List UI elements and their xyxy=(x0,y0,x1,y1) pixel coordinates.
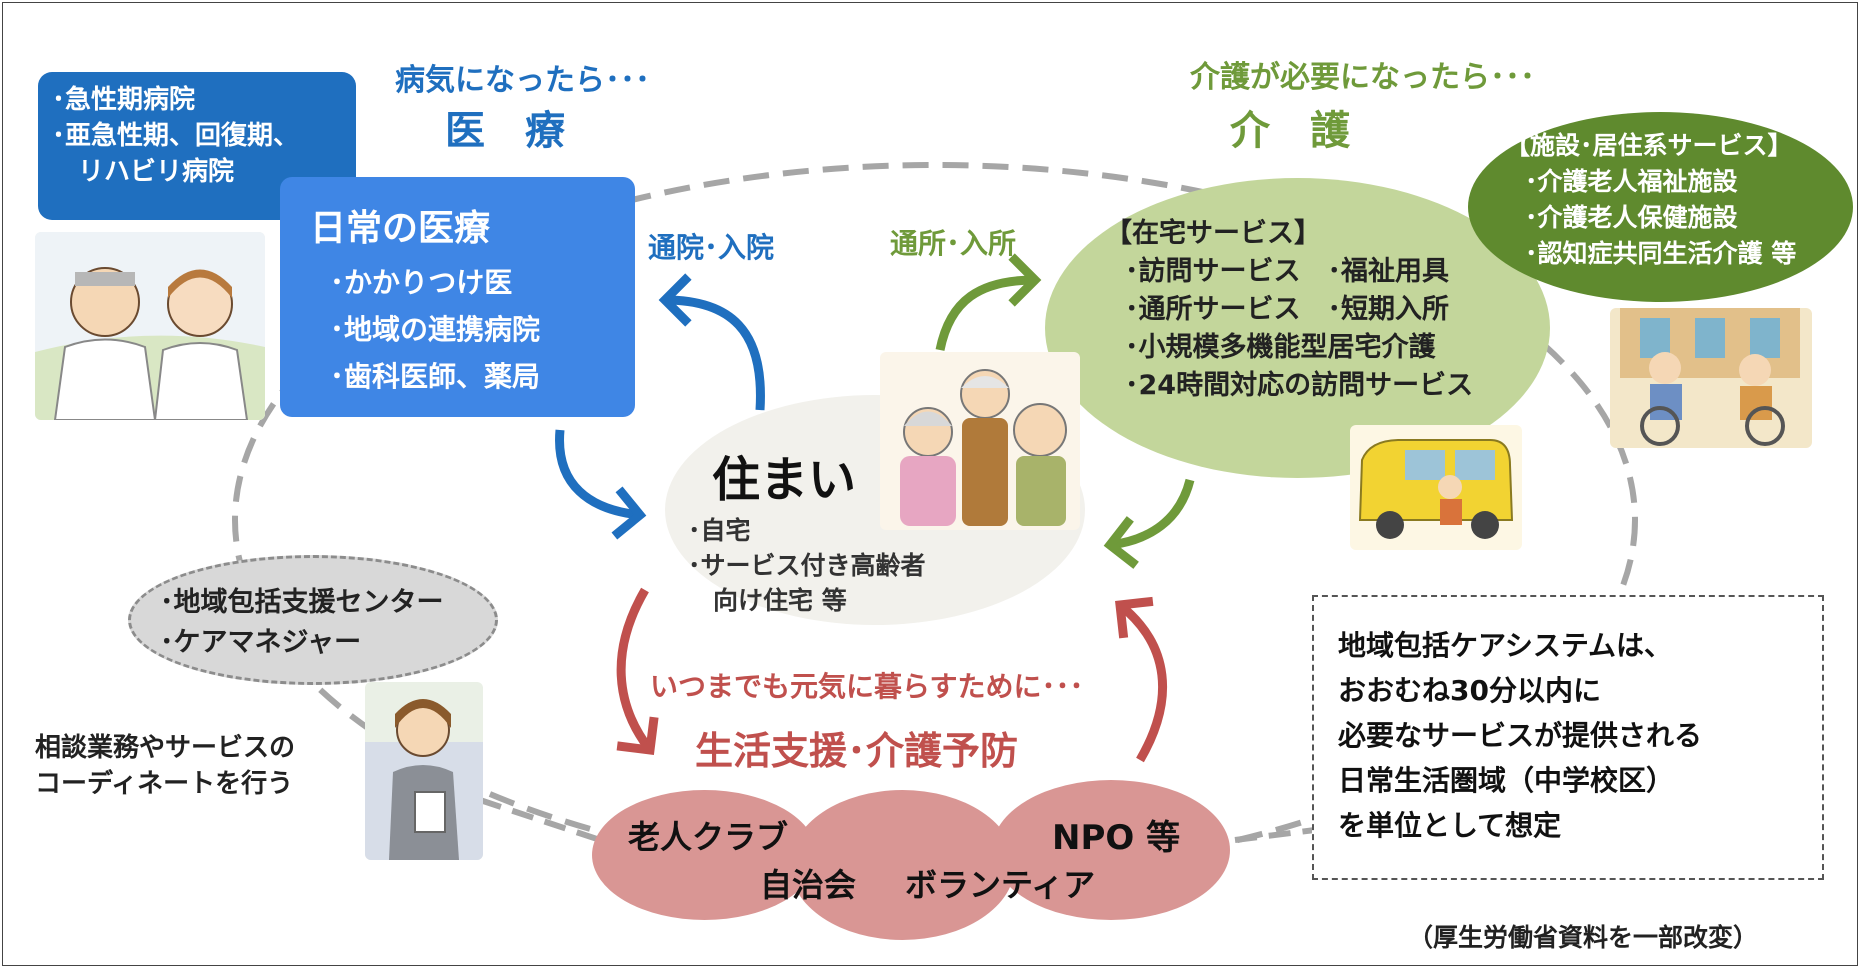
elderly-residents-illustration xyxy=(880,352,1080,530)
definition-note: 地域包括ケアシステムは、 おおむね30分以内に 必要なサービスが提供される 日常… xyxy=(1312,595,1824,880)
housing-list: ･自宅 ･サービス付き高齢者 向け住宅 等 xyxy=(688,513,926,618)
hospital-visit-arrow xyxy=(658,273,765,411)
facility-service-item: ･認知症共同生活介護 等 xyxy=(1525,239,1797,268)
medical-heading-sub: 病気になったら･･･ xyxy=(395,63,650,98)
consult-item: ･地域包括支援センター xyxy=(160,587,444,618)
wheelchair-illustration xyxy=(1610,308,1812,448)
consult-item: ･ケアマネジャー xyxy=(160,627,362,658)
facility-service-item: ･介護老人福祉施設 xyxy=(1525,167,1738,196)
care-heading: 介 護 xyxy=(1230,108,1350,154)
daily-medical-title: 日常の医療 xyxy=(310,208,491,249)
note-line: 日常生活圏域（中学校区） xyxy=(1338,764,1675,797)
care-manager-illustration xyxy=(365,682,483,860)
consult-list: ･地域包括支援センター ･ケアマネジャー xyxy=(160,583,444,663)
note-line: おおむね30分以内に xyxy=(1338,674,1601,707)
home-service-item: ･24時間対応の訪問サービス xyxy=(1125,370,1474,401)
consult-description: 相談業務やサービスの コーディネートを行う xyxy=(35,730,295,802)
consult-bubble xyxy=(128,555,498,685)
support-group-label: ボランティア xyxy=(905,866,1096,904)
housing-item: ･サービス付き高齢者 xyxy=(688,551,926,580)
daily-medical-item: ･地域の連携病院 xyxy=(330,313,541,346)
support-group-label: NPO 等 xyxy=(1052,818,1181,858)
facility-service-bubble xyxy=(1468,112,1853,302)
note-line: を単位として想定 xyxy=(1338,809,1562,842)
care-return-arrow xyxy=(1103,478,1195,569)
daily-medical-item: ･かかりつけ医 xyxy=(330,266,513,299)
care-visit-label: 通所･入所 xyxy=(890,227,1017,260)
care-heading-sub: 介護が必要になったら･･･ xyxy=(1190,60,1535,95)
housing-item: 向け住宅 等 xyxy=(688,586,847,615)
support-group-bubble xyxy=(790,790,1015,940)
consult-leader xyxy=(479,797,601,843)
support-group-bubble xyxy=(992,780,1230,920)
support-down-arrow xyxy=(616,587,659,756)
hospital-visit-label: 通院･入院 xyxy=(648,231,775,264)
note-line: 必要なサービスが提供される xyxy=(1338,719,1703,752)
daily-medical-item: ･歯科医師、薬局 xyxy=(330,360,541,393)
housing-title: 住まい xyxy=(712,452,857,508)
doctors-illustration xyxy=(35,232,265,420)
note-line: 地域包括ケアシステムは、 xyxy=(1338,629,1673,662)
home-service-item: ･訪問サービス ･福祉用具 xyxy=(1125,256,1449,287)
hospital-item: ･急性期病院 xyxy=(52,85,196,115)
consult-desc-line: コーディネートを行う xyxy=(35,769,294,799)
facility-service-item: ･介護老人保健施設 xyxy=(1525,203,1738,232)
support-group-bubble xyxy=(592,790,817,920)
home-service-item: ･小規模多機能型居宅介護 xyxy=(1125,332,1436,363)
housing-item: ･自宅 xyxy=(688,516,751,545)
home-service-item: ･通所サービス ･短期入所 xyxy=(1125,294,1449,325)
support-heading-sub: いつまでも元気に暮らすために･･･ xyxy=(650,670,1084,703)
home-service-title: 【在宅サービス】 xyxy=(1105,218,1321,249)
hospital-item: ･亜急性期、回復期、 xyxy=(52,121,300,151)
medical-heading: 医 療 xyxy=(445,108,565,154)
daily-medical-box: 日常の医療 ･かかりつけ医 ･地域の連携病院 ･歯科医師、薬局 xyxy=(280,177,635,417)
consult-desc-line: 相談業務やサービスの xyxy=(35,733,296,763)
source-citation: （厚生労働省資料を一部改変） xyxy=(1408,923,1759,952)
home-service-list: 【在宅サービス】 ･訪問サービス ･福祉用具 ･通所サービス ･短期入所 ･小規… xyxy=(1105,215,1473,405)
facility-service-title: 【施設･居住系サービス】 xyxy=(1505,131,1793,160)
daily-medical-list: ･かかりつけ医 ･地域の連携病院 ･歯科医師、薬局 xyxy=(330,259,540,400)
support-group-label: 老人クラブ xyxy=(628,818,789,856)
facility-service-list: 【施設･居住系サービス】 ･介護老人福祉施設 ･介護老人保健施設 ･認知症共同生… xyxy=(1505,128,1796,272)
medical-return-arrow xyxy=(555,429,647,540)
note-leader xyxy=(1234,827,1316,843)
van-illustration xyxy=(1350,425,1522,550)
support-group-label: 自治会 xyxy=(760,866,857,904)
support-up-arrow xyxy=(1115,596,1168,763)
care-visit-arrow xyxy=(935,253,1042,351)
support-heading: 生活支援･介護予防 xyxy=(695,729,1019,773)
hospital-item: リハビリ病院 xyxy=(52,157,235,187)
